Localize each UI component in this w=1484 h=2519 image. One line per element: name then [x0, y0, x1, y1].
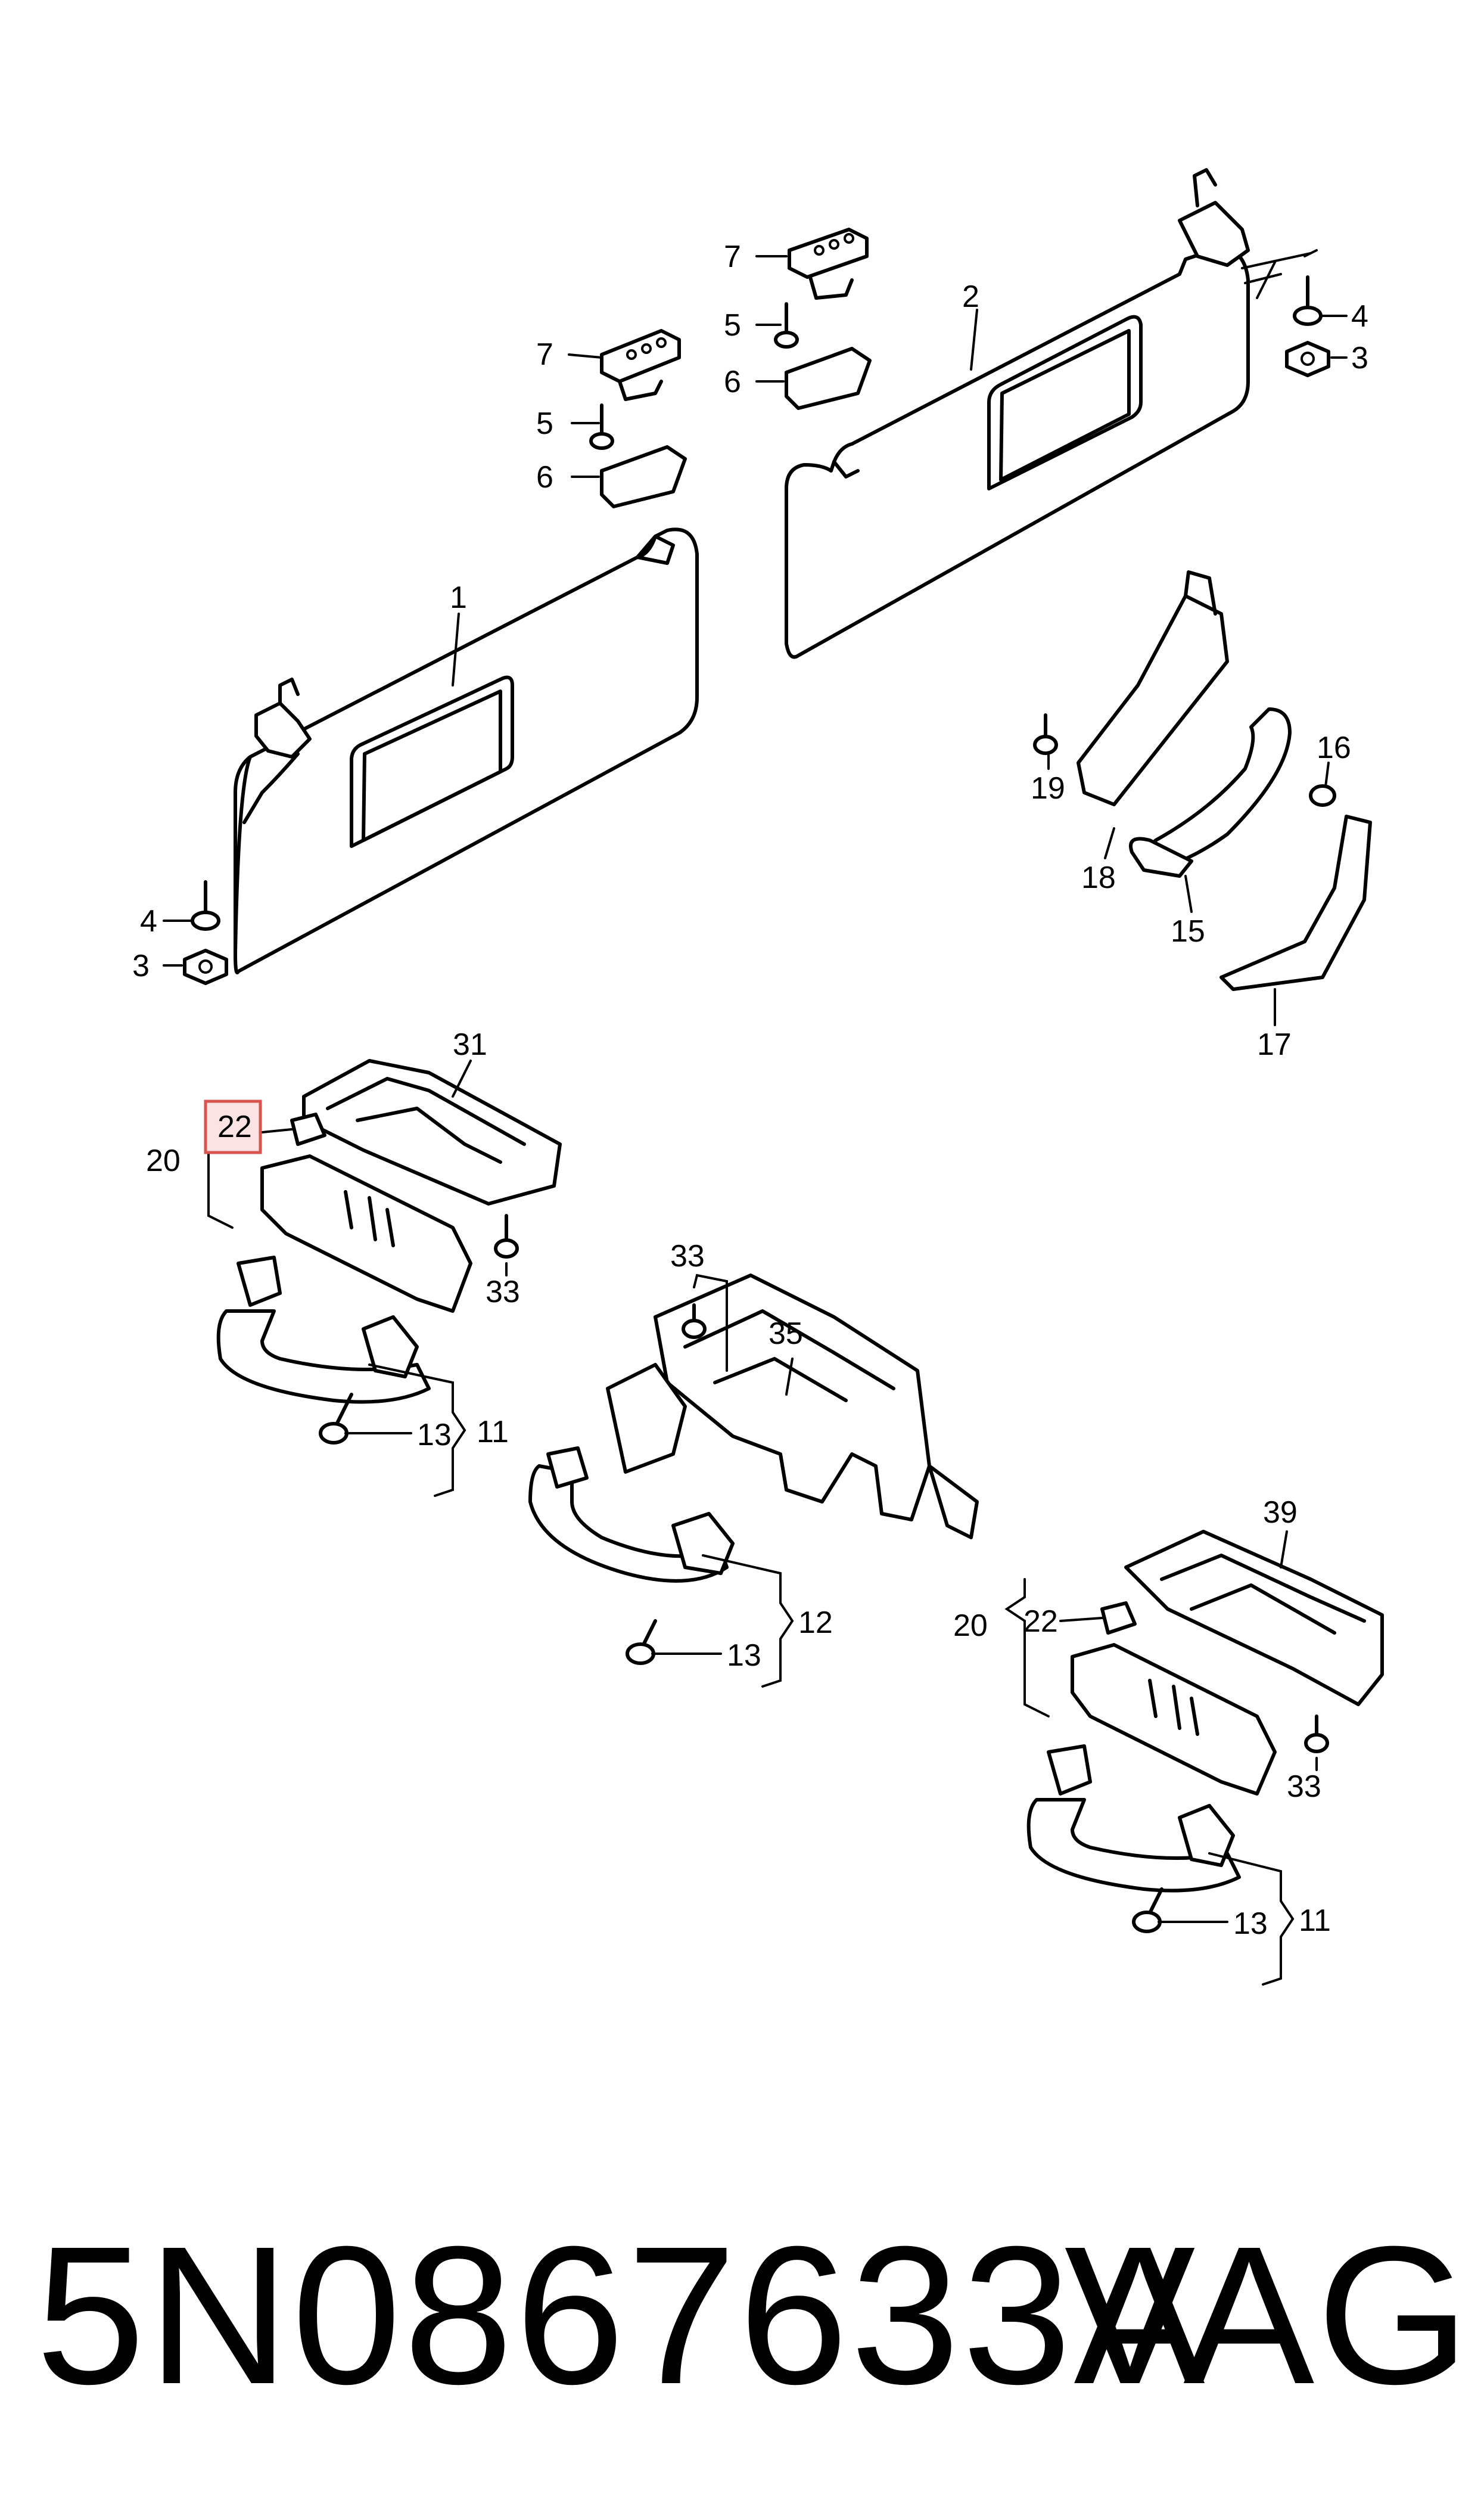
callout-39: 39	[1263, 1495, 1298, 1530]
fasteners-visor	[183, 275, 1330, 985]
callout-6-right: 6	[724, 365, 741, 399]
brand-name: VAG	[1064, 2205, 1472, 2425]
callout-33-left: 33	[486, 1275, 520, 1309]
callout-7-left: 7	[536, 337, 553, 372]
callouts: 1 2 7 5 6 7 5 6 4 3 4 3 16 19 18 15 17 3…	[132, 240, 1368, 1941]
callout-4-right: 4	[1351, 299, 1368, 334]
part-number: 5N0867633A	[36, 2205, 1208, 2425]
callout-5-right: 5	[724, 308, 741, 343]
clip-group-right	[774, 228, 872, 410]
callout-13-right: 13	[1233, 1906, 1268, 1941]
callout-31: 31	[453, 1027, 487, 1062]
handle-assembly-left	[216, 1059, 562, 1445]
callout-3-right: 3	[1351, 341, 1368, 375]
callout-7-right: 7	[724, 240, 741, 274]
callout-19: 19	[1031, 771, 1065, 806]
grab-handle-right	[1033, 570, 1372, 991]
callout-20-right: 20	[953, 1608, 988, 1643]
callout-6-left: 6	[536, 460, 553, 495]
callout-22-right: 22	[1023, 1604, 1058, 1639]
callout-4-left: 4	[140, 904, 157, 939]
callout-35: 35	[769, 1316, 803, 1351]
clip-group-left	[589, 329, 687, 508]
callout-17: 17	[1257, 1027, 1292, 1062]
handle-assembly-center	[528, 1274, 979, 1665]
callout-11-right: 11	[1299, 1903, 1331, 1938]
highlight-box	[204, 1099, 262, 1154]
callout-2: 2	[962, 279, 979, 314]
callout-15: 15	[1171, 914, 1205, 949]
callout-13-center: 13	[727, 1638, 761, 1673]
callout-18: 18	[1081, 861, 1116, 895]
callout-22-left: 22	[217, 1110, 252, 1144]
callout-20-left: 20	[146, 1144, 181, 1178]
callout-11-left: 11	[477, 1415, 509, 1449]
callout-5-left: 5	[536, 406, 553, 441]
callout-3-left: 3	[132, 949, 150, 983]
handle-assembly-right	[1026, 1530, 1384, 1933]
sun-visor-right	[785, 168, 1318, 659]
callout-1: 1	[450, 580, 467, 615]
parts-diagram: 1 2 7 5 6 7 5 6 4 3 4 3 16 19 18 15 17 3…	[132, 168, 1384, 1986]
sun-visor-left	[234, 527, 699, 974]
callout-16: 16	[1317, 731, 1351, 765]
callout-33-center: 33	[670, 1239, 705, 1274]
leader-lines	[163, 255, 1348, 1986]
callout-12: 12	[798, 1605, 833, 1640]
callout-33-right: 33	[1287, 1769, 1321, 1804]
callout-13-left: 13	[417, 1418, 452, 1452]
